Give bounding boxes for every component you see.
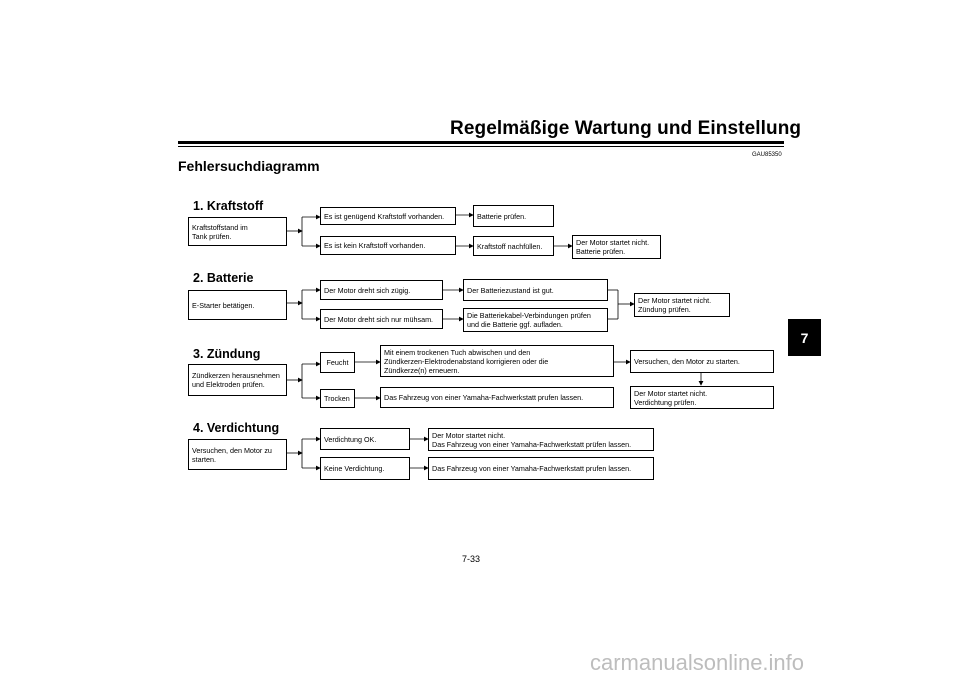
compression-result-workshop: Das Fahrzeug von einer Yamaha-Fachwerkst… <box>428 457 654 480</box>
box-line: Kraftstoff nachfüllen. <box>477 241 543 251</box>
battery-start-box: E-Starter betätigen. <box>188 290 287 320</box>
box-line: Verdichtung prüfen. <box>634 397 697 407</box>
box-line: Der Motor startet nicht. <box>576 238 650 247</box>
fuel-result-no-start: Der Motor startet nicht. Batterie prüfen… <box>572 235 661 259</box>
document-code: GAU85350 <box>752 152 782 158</box>
section-heading-battery: 2. Batterie <box>193 271 254 285</box>
compression-result-no-start: Der Motor startet nicht. Das Fahrzeug vo… <box>428 428 654 451</box>
chapter-tab: 7 <box>788 319 821 356</box>
box-line: Der Motor dreht sich nur mühsam. <box>324 314 434 324</box>
box-line: Der Motor dreht sich zügig. <box>324 285 411 295</box>
box-line: und die Batterie ggf. aufladen. <box>467 320 563 329</box>
box-line: Versuchen, den Motor zu starten. <box>634 357 740 366</box>
box-line: Der Batteriezustand ist gut. <box>467 285 554 295</box>
box-line: Verdichtung OK. <box>324 434 377 444</box>
box-line: Tank prüfen. <box>192 231 232 241</box>
box-line: Der Motor startet nicht. <box>432 430 506 440</box>
battery-result-check-cables: Die Batteriekabel-Verbindungen prüfen un… <box>463 308 608 332</box>
box-line: Versuchen, den Motor zu <box>192 445 272 455</box>
page-title: Regelmäßige Wartung und Einstellung <box>450 118 802 139</box>
fuel-option-sufficient: Es ist genügend Kraftstoff vorhanden. <box>320 207 456 225</box>
box-line: Feucht <box>326 358 349 367</box>
fuel-result-refuel: Kraftstoff nachfüllen. <box>473 236 554 256</box>
fuel-result-check-battery: Batterie prüfen. <box>473 205 554 227</box>
ignition-option-dry: Trocken <box>320 389 355 408</box>
box-line: Der Motor startet nicht. <box>638 296 712 305</box>
section-heading-fuel: 1. Kraftstoff <box>193 199 264 213</box>
box-line: starten. <box>192 454 216 464</box>
box-line: Der Motor startet nicht. <box>634 388 708 398</box>
compression-option-ok: Verdichtung OK. <box>320 428 410 450</box>
box-line: Die Batteriekabel-Verbindungen prüfen <box>467 311 591 320</box>
battery-result-good: Der Batteriezustand ist gut. <box>463 279 608 301</box>
ignition-result-try-start: Versuchen, den Motor zu starten. <box>630 350 774 373</box>
box-line: E-Starter betätigen. <box>192 300 255 310</box>
box-line: Trocken <box>324 394 350 403</box>
watermark: carmanualsonline.info <box>590 650 805 675</box>
box-line: Das Fahrzeug von einer Yamaha-Fachwerkst… <box>432 439 632 449</box>
ignition-start-box: Zündkerzen herausnehmen und Elektroden p… <box>188 364 287 396</box>
box-line: Das Fahrzeug von einer Yamaha-Fachwerkst… <box>432 464 632 473</box>
box-line: Zündkerze(n) erneuern. <box>384 365 460 375</box>
fuel-option-empty: Es ist kein Kraftstoff vorhanden. <box>320 236 456 255</box>
box-line: Keine Verdichtung. <box>324 464 385 473</box>
compression-start-box: Versuchen, den Motor zu starten. <box>188 439 287 470</box>
compression-option-none: Keine Verdichtung. <box>320 457 410 480</box>
box-line: Es ist kein Kraftstoff vorhanden. <box>324 241 426 250</box>
box-line: Das Fahrzeug von einer Yamaha-Fachwerkst… <box>384 393 584 402</box>
section-heading-compression: 4. Verdichtung <box>193 421 280 435</box>
title-rule-thin <box>178 146 784 147</box>
battery-result-no-start: Der Motor startet nicht. Zündung prüfen. <box>634 293 730 317</box>
title-rule <box>178 141 784 144</box>
battery-option-slow: Der Motor dreht sich nur mühsam. <box>320 309 443 329</box>
section-heading-troubleshooting: Fehlersuchdiagramm <box>178 158 320 174</box>
ignition-result-clean-plugs: Mit einem trockenen Tuch abwischen und d… <box>380 345 614 377</box>
box-line: und Elektroden prüfen. <box>192 380 265 389</box>
ignition-result-workshop: Das Fahrzeug von einer Yamaha-Fachwerkst… <box>380 387 614 408</box>
ignition-option-wet: Feucht <box>320 352 355 373</box>
box-line: Batterie prüfen. <box>576 247 626 256</box>
section-heading-ignition: 3. Zündung <box>193 347 261 361</box>
box-line: Es ist genügend Kraftstoff vorhanden. <box>324 211 445 221</box>
box-line: Batterie prüfen. <box>477 211 527 221</box>
ignition-result-no-start: Der Motor startet nicht. Verdichtung prü… <box>630 386 774 409</box>
fuel-start-box: Kraftstoffstand im Tank prüfen. <box>188 217 287 246</box>
box-line: Kraftstoffstand im <box>192 222 248 232</box>
battery-option-fast: Der Motor dreht sich zügig. <box>320 280 443 300</box>
box-line: Zündkerzen-Elektrodenabstand korrigieren… <box>384 356 549 366</box>
box-line: Zündung prüfen. <box>638 305 691 314</box>
box-line: Mit einem trockenen Tuch abwischen und d… <box>384 347 531 357</box>
box-line: Zündkerzen herausnehmen <box>192 371 280 380</box>
page-number: 7-33 <box>462 554 481 564</box>
